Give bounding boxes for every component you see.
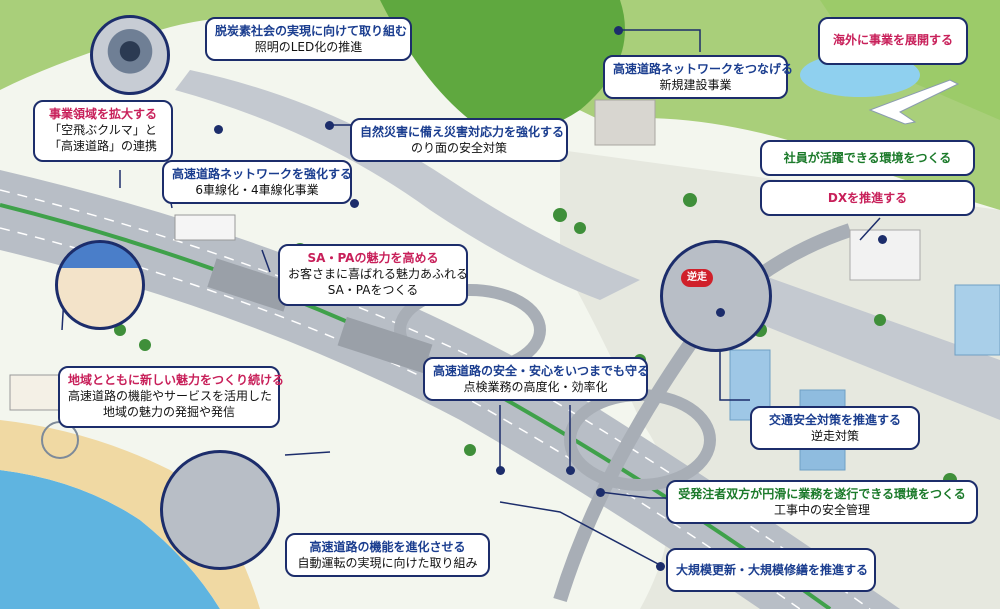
callout-sapa-sub1: お客さまに喜ばれる魅力あふれる: [288, 267, 469, 282]
wrong-way-badge: 逆走: [681, 269, 713, 287]
callout-evolve: 高速道路の機能を進化させる 自動運転の実現に向けた取り組み: [285, 533, 490, 577]
airplane: [868, 79, 960, 125]
right-road: [700, 260, 1000, 420]
callout-disaster-title: 自然災害に備え災害対応力を強化する: [360, 125, 565, 139]
callout-network-connect: 高速道路ネットワークをつなげる 新規建設事業: [603, 55, 794, 99]
callout-led-sub: 照明のLED化の推進: [254, 40, 363, 55]
callout-traffic-safety: 交通安全対策を推進する 逆走対策: [750, 406, 920, 450]
leader-dot: [350, 199, 359, 208]
callout-community: 地域とともに新しい魅力をつくり続ける 高速道路の機能やサービスを活用した 地域の…: [58, 366, 285, 428]
callout-disaster-sub: のり面の安全対策: [410, 141, 507, 156]
callout-evolve-title: 高速道路の機能を進化させる: [309, 540, 466, 554]
callout-renewal-title: 大規模更新・大規模修繕を推進する: [676, 563, 869, 577]
sea: [0, 470, 220, 609]
leader-dot: [325, 121, 334, 130]
callout-sapa-title: SA・PAの魅力を高める: [307, 251, 439, 265]
callout-expand-title: 事業領域を拡大する: [48, 107, 157, 121]
callout-expand-sub2: 「高速道路」の連携: [48, 139, 157, 154]
mountain-area: [0, 0, 1000, 210]
forest-area: [380, 0, 625, 133]
callout-network-connect-title: 高速道路ネットワークをつなげる: [613, 62, 794, 76]
callout-traffic-safety-title: 交通安全対策を推進する: [768, 413, 901, 427]
leader-dot: [614, 26, 623, 35]
callout-network-strengthen-sub: 6車線化・4車線化事業: [195, 183, 319, 198]
callout-safety: 高速道路の安全・安心をいつまでも守る 点検業務の高度化・効率化: [423, 357, 650, 401]
callout-network-strengthen: 高速道路ネットワークを強化する 6車線化・4車線化事業: [162, 160, 352, 204]
leader-dot: [656, 562, 665, 571]
leader-dot: [878, 235, 887, 244]
callout-community-sub2: 地域の魅力の発掘や発信: [102, 405, 235, 420]
sa-shop-bubble: [55, 240, 145, 330]
callout-traffic-safety-sub: 逆走対策: [810, 429, 859, 444]
leader-dot: [596, 488, 605, 497]
callout-community-title: 地域とともに新しい魅力をつくり続ける: [68, 373, 285, 387]
office-building: [594, 99, 656, 146]
callout-sapa-sub2: SA・PAをつくる: [327, 283, 419, 298]
callout-disaster: 自然災害に備え災害対応力を強化する のり面の安全対策: [350, 118, 568, 162]
callout-led: 脱炭素社会の実現に向けて取り組む 照明のLED化の推進: [205, 17, 412, 61]
callout-employees: 社員が活躍できる環境をつくる: [760, 140, 975, 176]
callout-safety-sub: 点検業務の高度化・効率化: [463, 380, 608, 395]
callout-community-sub1: 高速道路の機能やサービスを活用した: [68, 389, 273, 404]
callout-sapa: SA・PAの魅力を高める お客さまに喜ばれる魅力あふれる SA・PAをつくる: [278, 244, 468, 306]
callout-expand: 事業領域を拡大する 「空飛ぶクルマ」と 「高速道路」の連携: [33, 100, 173, 162]
callout-contractors-title: 受発注者双方が円滑に業務を遂行できる環境をつくる: [678, 487, 966, 501]
callout-safety-title: 高速道路の安全・安心をいつまでも守る: [433, 364, 650, 378]
tunnel-bubble: [90, 15, 170, 95]
callout-led-title: 脱炭素社会の実現に向けて取り組む: [215, 24, 408, 38]
autonomous-driving-bubble: [160, 450, 280, 570]
callout-evolve-sub: 自動運転の実現に向けた取り組み: [297, 556, 478, 571]
callout-contractors: 受発注者双方が円滑に業務を遂行できる環境をつくる 工事中の安全管理: [666, 480, 978, 524]
leader-dot: [214, 125, 223, 134]
callout-network-connect-sub: 新規建設事業: [659, 78, 732, 93]
leader-dot: [566, 466, 575, 475]
callout-overseas-title: 海外に事業を展開する: [832, 33, 953, 47]
leader-dot: [716, 308, 725, 317]
callout-employees-title: 社員が活躍できる環境をつくる: [783, 151, 952, 165]
callout-expand-sub1: 「空飛ぶクルマ」と: [49, 123, 157, 138]
sa-building: [174, 214, 236, 241]
callout-overseas: 海外に事業を展開する: [818, 17, 968, 65]
callout-dx-title: DXを推進する: [827, 191, 908, 205]
callout-renewal: 大規模更新・大規模修繕を推進する: [666, 548, 876, 592]
parking-lot: [207, 258, 293, 312]
leader-dot: [496, 466, 505, 475]
wrong-way-bubble: [660, 240, 772, 352]
parking-lot: [337, 316, 433, 374]
tower-building: [954, 284, 1000, 356]
callout-contractors-sub: 工事中の安全管理: [773, 503, 870, 518]
upper-road: [175, 70, 640, 300]
callout-network-strengthen-title: 高速道路ネットワークを強化する: [172, 167, 353, 181]
seaside-building: [9, 374, 66, 411]
callout-dx: DXを推進する: [760, 180, 975, 216]
